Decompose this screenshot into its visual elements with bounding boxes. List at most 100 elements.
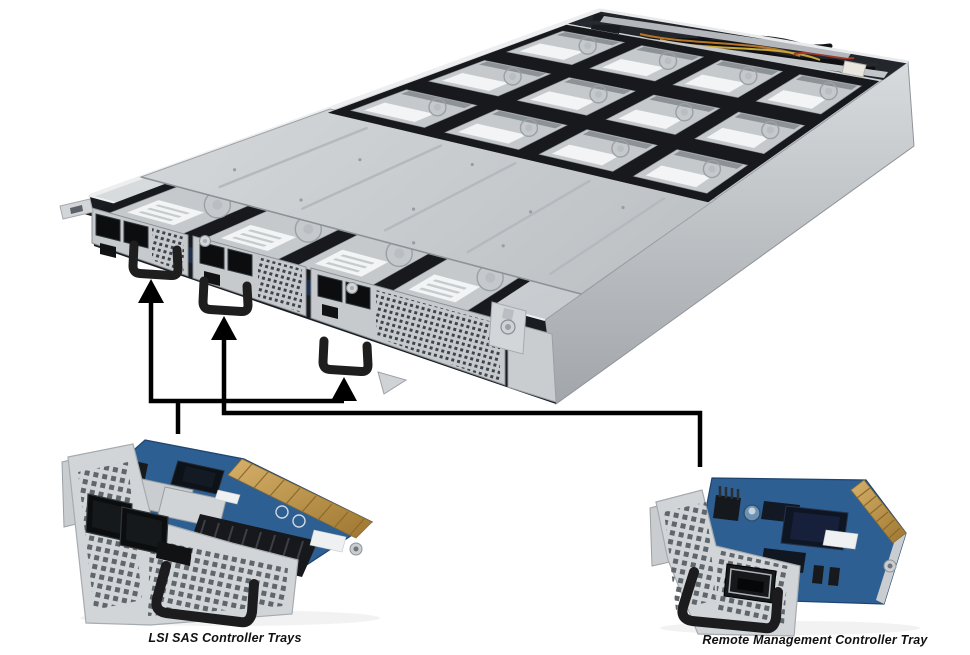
annotation-arrows [138,279,703,467]
hdd-rear-9 [506,30,626,66]
arrow-to-sled-3 [331,377,357,401]
sled3-port-1 [317,274,343,303]
lsi-ext-port-1-slot [92,500,126,535]
release-latch [377,371,408,395]
rmc-rj45-slot [737,578,764,593]
hdd-label [440,72,511,92]
sled1-port-small [100,243,116,258]
arrow-to-sled-2 [211,316,237,340]
front-right-end [377,301,557,403]
sled1-port-1 [95,213,121,242]
hdd-spindle [761,120,780,140]
hdd-label [456,123,528,145]
line-to-rmc [221,338,703,467]
cover-grooves [218,126,666,275]
hdd-spindle [611,139,630,158]
controller-sled-1 [91,207,189,277]
lsi-silkscreen-logo [275,505,289,519]
hdd-spindle [578,36,597,55]
hdd-spindle [503,67,522,86]
power-connector [841,60,867,78]
hdd-label [705,127,771,149]
sled-handles [128,240,373,377]
rmc-jumper-1 [812,565,824,584]
lsi-sticker-right [309,529,347,553]
hdd-rear-12 [755,74,863,115]
wire-red [793,52,855,60]
hdd-label [683,74,748,93]
rmc-gold-edge [850,479,907,544]
hdd-label [600,58,666,77]
sled3-port-small [322,304,338,319]
caption-rmc: Remote Management Controller Tray [702,633,928,647]
rmc-label-strip [822,529,859,550]
lsi-gold-fingers [237,463,365,536]
lsi-silkscreen-logo-2 [292,514,306,528]
sled2-port-2 [227,248,253,277]
lsi-port-small [156,541,192,566]
sled-handle-1 [128,240,183,281]
rmc-gold-fingers [856,487,901,539]
left-rack-ear [59,198,94,220]
hdd-label [617,109,684,130]
rmc-pin-header [713,495,741,521]
sled-handle-3 [318,336,373,377]
hdd-spindle [819,81,838,101]
lsi-gold-edge [227,458,373,539]
sled1-port-2 [123,220,149,249]
hdd-rear-4 [632,149,749,194]
lsi-label-sticker [214,489,241,505]
hdd-spindle [428,98,447,117]
drive-bay-cover [139,108,718,295]
controller-sled-2 [192,235,307,317]
hdd-rear-1 [349,89,478,128]
hdd-spindle [675,103,694,122]
crossbar-brace-2 [600,16,852,58]
rmc-handle [677,567,783,634]
hdd-label [517,43,585,61]
cover-front-edge [140,176,582,295]
hdd-spindle [702,159,722,179]
rear-rail-edge [599,8,909,64]
sled2-port-1 [199,241,225,270]
hdd-label [644,165,713,188]
hdd-rear-10 [589,45,705,82]
hdd-spindle [519,118,539,138]
lsi-handle [151,561,259,628]
hdd-rear-11 [672,59,784,98]
thumbscrew-stem [502,308,514,320]
hdd-rear-3 [538,129,659,172]
sled3-vent-grid [376,290,500,382]
rmc-capacitor-top [748,507,756,515]
sled-thumbscrews [199,235,358,294]
hdd-label [362,102,436,123]
server-chassis [59,8,915,405]
rear-drive-rows [327,24,880,203]
hdd-rear-7 [605,94,721,135]
remote-management-card [649,477,920,637]
lsi-sas-controller-card [61,439,380,628]
lsi-ext-port-2-slot [126,513,162,548]
hdd-rear-2 [444,109,568,150]
hdd-spindle [739,66,758,86]
lsi-mount-hole-center [353,546,359,552]
lsi-bga-die [182,466,216,488]
hdd-rear-5 [427,60,552,97]
rmc-header-pins [718,486,740,500]
rmc-jumper-2 [828,567,840,586]
hdd-rear-6 [516,77,637,116]
rmc-bracket-perf-1 [664,502,716,610]
hdd-label [528,90,597,111]
hdd-spindle [589,85,608,104]
sled-handle-2 [198,276,253,317]
bracket-line-sas [148,300,344,404]
arrow-to-sled-1 [138,279,164,303]
controller-sleds [91,207,506,386]
rmc-mount-hole-center [887,563,893,569]
rmc-rj45-rim [728,568,772,599]
ear-thumbscrew-center [505,324,511,330]
sled2-vent-grid [258,257,302,313]
hdd-rear-8 [694,111,806,155]
